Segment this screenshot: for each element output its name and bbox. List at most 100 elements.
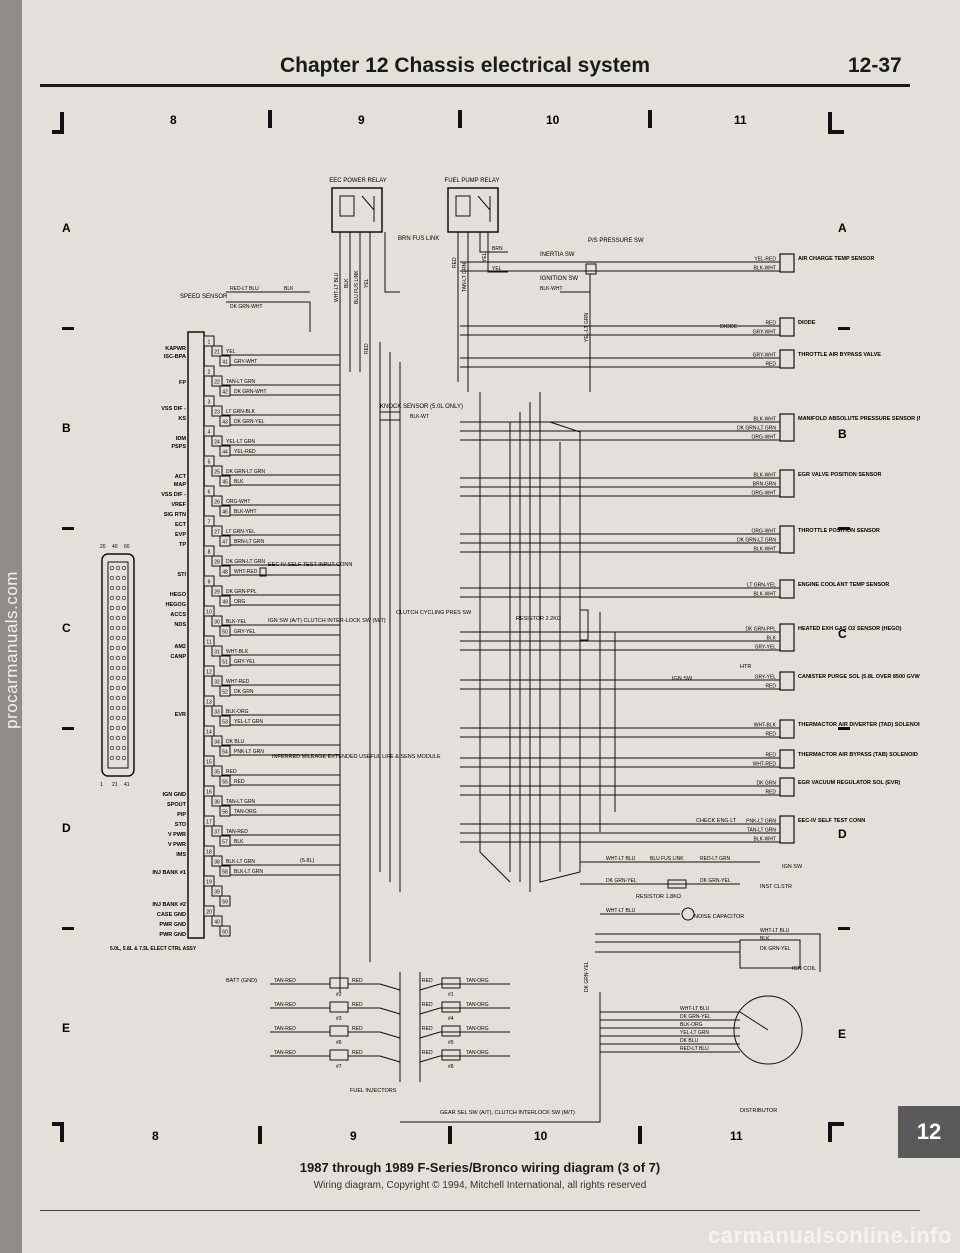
ecu-wire-label: GRY-YEL: [234, 659, 256, 665]
svg-text:41: 41: [124, 782, 130, 788]
svg-text:SIG RTN: SIG RTN: [164, 512, 186, 518]
ecu-pin-box: [211, 525, 223, 537]
svg-text:IGN COIL: IGN COIL: [792, 966, 816, 972]
sensor-body: [779, 671, 795, 691]
ecu-pin-box: [211, 405, 223, 417]
ecu-pin-number: 24: [214, 440, 220, 446]
ecu-pin-box: [211, 375, 223, 387]
ecu-wire-label: ORG-WHT: [226, 499, 250, 505]
sensor-wire-label: GRY-WHT: [753, 330, 776, 336]
ecu-pin-number: 2: [208, 370, 211, 376]
ecu-pin-box: [203, 875, 215, 887]
sensor-wire-label: BLK-WHT: [754, 473, 777, 479]
ecu-pin-box: [203, 425, 215, 437]
svg-text:FUEL PUMP RELAY: FUEL PUMP RELAY: [445, 178, 500, 184]
svg-text:NOISE CAPACITOR: NOISE CAPACITOR: [694, 914, 744, 920]
ecu-pin-number: 12: [206, 670, 212, 676]
ecu-pin-box: [211, 585, 223, 597]
sensor-name: AIR CHARGE TEMP SENSOR: [798, 256, 874, 262]
ecu-wire-label: GRY-YEL: [234, 629, 256, 635]
ecu-pin-box: [211, 495, 223, 507]
ecu-pin-number: 33: [214, 710, 220, 716]
ecu-pin-box: [211, 705, 223, 717]
sensor-body: [779, 413, 795, 442]
svg-text:CLUTCH CYCLING PRES SW: CLUTCH CYCLING PRES SW: [396, 610, 472, 616]
svg-text:PIP: PIP: [177, 812, 186, 818]
svg-text:ACT: ACT: [175, 474, 187, 480]
injector-feed: [348, 1031, 401, 1039]
svg-text:ECT: ECT: [175, 522, 187, 528]
ecu-pin-number: 31: [214, 650, 220, 656]
ecu-pin-box: [219, 355, 231, 367]
ecu-pin-number: 19: [206, 880, 212, 886]
ecu-pin-number: 25: [214, 470, 220, 476]
svg-text:STO: STO: [175, 822, 187, 828]
svg-text:ACCS: ACCS: [170, 612, 186, 618]
svg-text:21: 21: [112, 782, 118, 788]
ecu-pin-box: [211, 465, 223, 477]
ecu-pin-box: [219, 595, 231, 607]
svg-text:DK GRN-YEL: DK GRN-YEL: [680, 1014, 711, 1020]
ecu-connector: 20 40 60 1 21 41: [100, 544, 135, 788]
svg-text:VREF: VREF: [171, 502, 186, 508]
ecu-pin-box: [203, 395, 215, 407]
ecu-wire-label: BLK-ORG: [226, 709, 249, 715]
injector-number: #6: [336, 1040, 342, 1046]
grid-col-11: 11: [734, 113, 747, 127]
ecu-pin-number: 43: [222, 420, 228, 426]
ecu-wire-label: LT GRN-YEL: [226, 529, 255, 535]
ecu-pin-box: [211, 795, 223, 807]
sensor-wire-label: BLK-WHT: [754, 592, 777, 598]
ecu-pin-box: [211, 615, 223, 627]
sensor-wire-label: LT GRN-YEL: [747, 583, 776, 589]
ecu-pin-number: 21: [214, 350, 220, 356]
ecu-pin-box: [203, 605, 215, 617]
ecu-pin-box: [211, 915, 223, 927]
sensor-wire-label: RED: [765, 790, 776, 796]
mid-labels: EEC IV SELF TEST INPUT CONN IGN SW (A/T)…: [226, 324, 816, 1116]
injector-body: [441, 1025, 461, 1037]
injector-number: #5: [448, 1040, 454, 1046]
svg-text:STI: STI: [177, 572, 186, 578]
ecu-pin-box: [203, 785, 215, 797]
sensor-wire-label: DK GRN: [757, 781, 777, 787]
ecu-pin-number: 16: [206, 790, 212, 796]
injector-number: #4: [448, 1016, 454, 1022]
svg-text:8: 8: [152, 1129, 159, 1143]
ecu-pin-number: 58: [222, 870, 228, 876]
ecu-pin-number: 3: [208, 400, 211, 406]
injector-red-label: RED: [352, 1002, 363, 1008]
ecu-pin-box: [219, 535, 231, 547]
injector-wire-label: TAN-RED: [274, 1050, 296, 1056]
ecu-pin-number: 29: [214, 590, 220, 596]
sensor-wire-label: DK GRN-PPL: [745, 627, 776, 633]
injector-number: #7: [336, 1064, 342, 1070]
diagram-caption: 1987 through 1989 F-Series/Bronco wiring…: [299, 1160, 661, 1175]
svg-text:WHT-LT BLU: WHT-LT BLU: [334, 272, 340, 302]
svg-text:RED-LT GRN: RED-LT GRN: [700, 856, 730, 862]
ecu-pin-box: [203, 635, 215, 647]
sensor-wire-label: PNK-LT GRN: [746, 819, 776, 825]
ecu-pin-box: [219, 565, 231, 577]
grid-bottom: 8 9 10 11: [52, 1122, 844, 1144]
sensor-name: THROTTLE AIR BYPASS VALVE: [798, 352, 881, 358]
ecu-pin-number: 34: [214, 740, 220, 746]
relay-wire-labels: WHT-LT BLU BLK BLU FUS LINK YEL RED RED …: [334, 246, 590, 354]
svg-text:CHECK ENG LT: CHECK ENG LT: [696, 818, 737, 824]
ecu-pin-box: [211, 675, 223, 687]
svg-text:IGN SW: IGN SW: [672, 676, 693, 682]
svg-text:GEAR SEL SW (A/T), CLUTCH INTE: GEAR SEL SW (A/T), CLUTCH INTERLOCK SW (…: [440, 1110, 575, 1116]
ecu-wire-label: YEL-RED: [234, 449, 256, 455]
ecu-pin-box: [203, 365, 215, 377]
knock-sensor: KNOCK SENSOR (5.0L ONLY) BLK-WT: [379, 404, 463, 421]
svg-text:BLK: BLK: [760, 936, 770, 942]
ecu-pin-number: 47: [222, 540, 228, 546]
ecu-pin-box: [219, 865, 231, 877]
injector-wire-label: TAN-ORG: [466, 1026, 489, 1032]
ecu-wire-label: BRN-LT GRN: [234, 539, 264, 545]
